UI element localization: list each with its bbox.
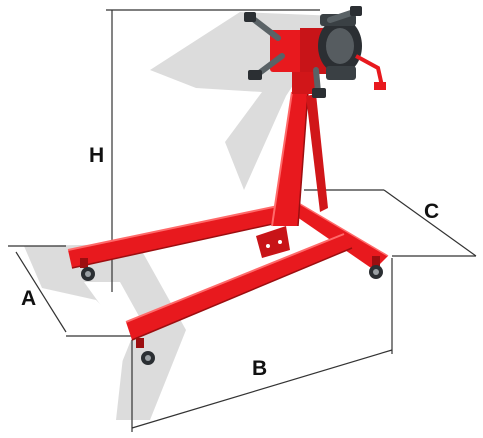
vertical-post bbox=[271, 91, 309, 227]
width-dimension-line bbox=[15, 251, 67, 333]
arm-tips bbox=[244, 6, 362, 98]
diagonal-brace bbox=[306, 94, 328, 212]
length-dimension-line bbox=[131, 349, 393, 429]
front-leg bbox=[125, 233, 353, 341]
watermark-lower-inner bbox=[84, 282, 140, 372]
depth-label: C bbox=[424, 200, 439, 223]
watermark-lower-triangle bbox=[24, 244, 186, 420]
caster-wheel-icon-front bbox=[136, 338, 155, 365]
rotating-head bbox=[270, 14, 386, 94]
depth-dimension-line bbox=[383, 189, 477, 257]
length-label: B bbox=[252, 357, 267, 380]
leg-bracket bbox=[256, 226, 290, 258]
height-label: H bbox=[89, 144, 104, 167]
caster-wheel-icon-left-rear bbox=[80, 258, 95, 281]
engine-stand bbox=[67, 6, 389, 365]
width-label: A bbox=[21, 287, 36, 310]
rear-crossbar bbox=[67, 205, 283, 269]
caster-wheel-icon-right-rear bbox=[369, 256, 383, 279]
